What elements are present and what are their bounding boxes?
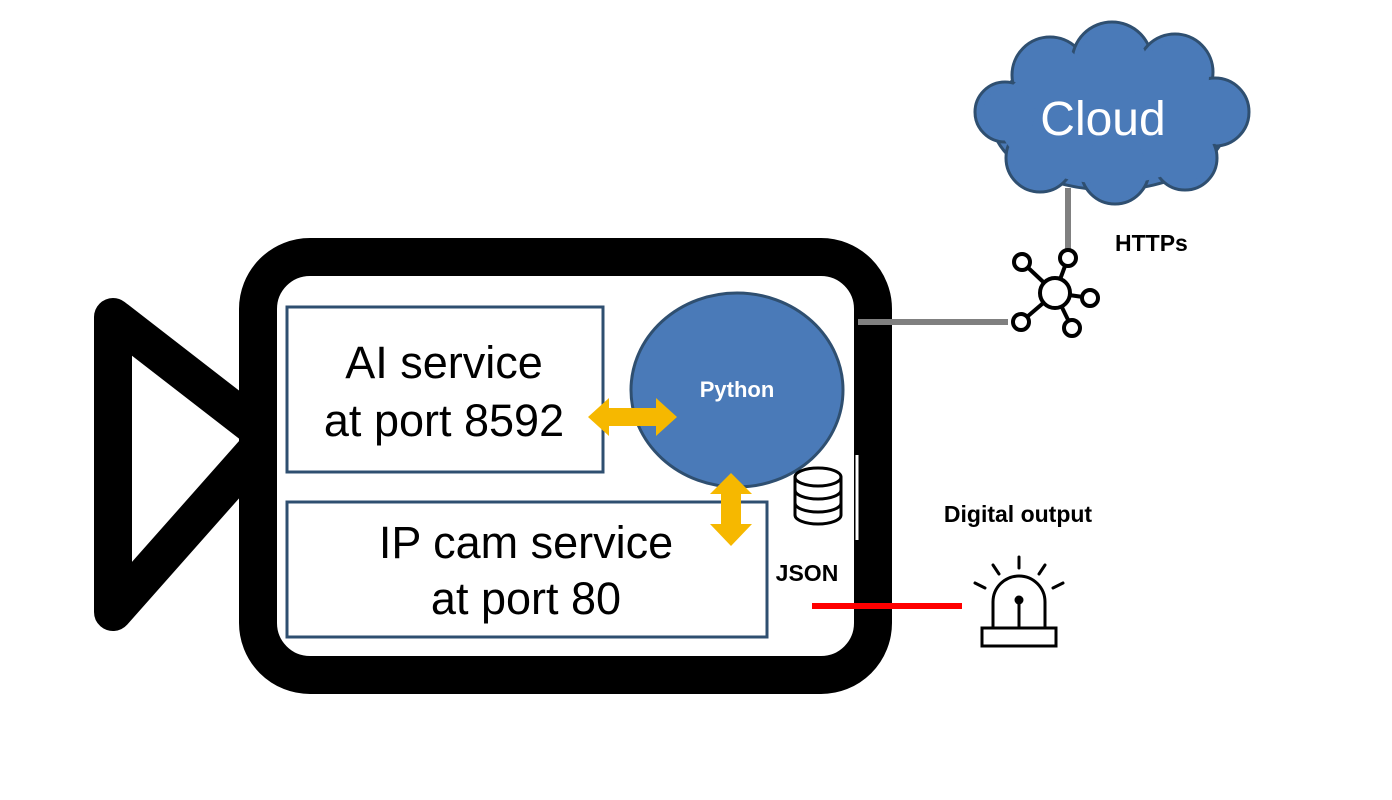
ip-cam-service-line2: at port 80	[431, 573, 621, 624]
https-label: HTTPs	[1115, 230, 1188, 256]
cloud-label: Cloud	[1040, 93, 1165, 146]
python-label: Python	[700, 377, 775, 402]
database-icon	[793, 466, 843, 526]
ip-cam-service-box: IP cam service at port 80	[285, 500, 769, 639]
ai-service-box: AI service at port 8592	[285, 305, 605, 474]
python-ipcam-double-arrow	[710, 473, 752, 546]
json-label: JSON	[776, 560, 839, 586]
digital-output-label: Digital output	[944, 501, 1093, 527]
ip-cam-service-line1: IP cam service	[379, 517, 673, 568]
cloud-fill	[983, 30, 1242, 195]
camera-lens-shape	[94, 298, 287, 631]
network-hub-icon	[1011, 248, 1100, 338]
python-node: Python	[629, 291, 845, 489]
ai-service-line1: AI service	[345, 337, 543, 388]
ai-python-double-arrow	[588, 398, 677, 436]
ai-service-line2: at port 8592	[324, 395, 564, 446]
alarm-light-icon	[973, 555, 1065, 648]
